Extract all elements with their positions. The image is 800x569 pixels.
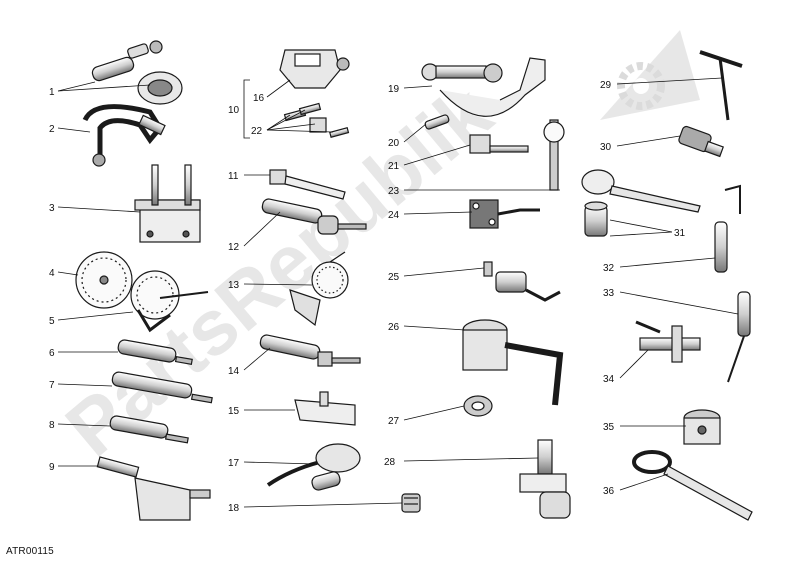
tool-35-socket — [683, 409, 721, 445]
drawing-code: ATR00115 — [6, 546, 54, 557]
tool-23-spanner — [581, 169, 701, 213]
callout-12: 12 — [228, 242, 240, 253]
callout-27: 27 — [388, 416, 400, 427]
tool-16-gauge — [279, 49, 350, 89]
callout-30: 30 — [600, 142, 612, 153]
callout-31: 31 — [674, 228, 686, 239]
tool-11-wrench — [269, 169, 346, 200]
tool-29-t-bar — [699, 50, 743, 121]
tool-8-pin — [109, 415, 189, 444]
tool-36-pin-spanner — [632, 450, 753, 521]
callout-32: 32 — [603, 263, 615, 274]
callout-5: 5 — [49, 316, 55, 327]
callout-23: 23 — [388, 186, 400, 197]
tool-1-puller — [91, 40, 183, 105]
callout-25: 25 — [388, 272, 400, 283]
callout-28: 28 — [384, 457, 396, 468]
tool-33-pin — [727, 291, 751, 383]
tool-34-alignment — [635, 320, 701, 363]
callout-22: 22 — [251, 126, 263, 137]
leader-lines — [57, 77, 739, 508]
tool-14-drift — [259, 334, 361, 367]
tool-21-bracket — [469, 119, 565, 191]
tool-12-drift — [261, 198, 367, 235]
tool-17-holder — [266, 443, 361, 491]
tool-15-bracket — [294, 391, 356, 426]
callout-33: 33 — [603, 288, 615, 299]
callout-16: 16 — [253, 93, 265, 104]
callout-15: 15 — [228, 406, 240, 417]
callout-4: 4 — [49, 268, 55, 279]
callout-18: 18 — [228, 503, 240, 514]
watermark-logo — [600, 30, 700, 120]
callout-21: 21 — [388, 161, 400, 172]
tool-6-pin — [117, 339, 193, 366]
tool-5-timing-disc — [130, 270, 209, 333]
callout-3: 3 — [49, 203, 55, 214]
callout-labels: 1 2 3 4 5 6 7 8 9 10 11 12 13 14 15 16 1… — [49, 80, 686, 514]
callout-36: 36 — [603, 486, 615, 497]
tool-20-pin — [424, 114, 450, 130]
tool-27-ring — [463, 395, 493, 417]
tool-26-socket-wrench — [462, 319, 564, 406]
tool-3-stand — [134, 164, 201, 243]
callout-9: 9 — [49, 462, 55, 473]
callout-34: 34 — [603, 374, 615, 385]
callout-26: 26 — [388, 322, 400, 333]
callout-14: 14 — [228, 366, 240, 377]
callout-35: 35 — [603, 422, 615, 433]
tool-2-crank — [82, 104, 166, 167]
callout-29: 29 — [600, 80, 612, 91]
tool-24-puller — [469, 199, 540, 229]
callout-17: 17 — [228, 458, 240, 469]
tool-30-knurled — [678, 125, 724, 158]
tool-18-nut — [401, 493, 421, 513]
tool-31-sleeves — [584, 201, 608, 237]
callout-19: 19 — [388, 84, 400, 95]
tool-32-rod — [714, 184, 741, 273]
callout-8: 8 — [49, 420, 55, 431]
tool-28-spindle — [519, 439, 571, 519]
callout-1: 1 — [49, 87, 55, 98]
tool-7-pin — [111, 371, 213, 404]
tool-9-press — [96, 456, 211, 521]
tool-13-dial-indicator — [289, 251, 349, 327]
tool-25-t-handle — [483, 261, 561, 302]
callout-20: 20 — [388, 138, 400, 149]
tool-22-pins — [283, 102, 350, 138]
callout-11: 11 — [228, 171, 239, 182]
callout-7: 7 — [49, 380, 55, 391]
callout-13: 13 — [228, 280, 240, 291]
tool-19-clamp — [421, 57, 546, 117]
callout-24: 24 — [388, 210, 400, 221]
callout-2: 2 — [49, 124, 55, 135]
tool-4-degree-wheel — [75, 251, 133, 309]
callout-6: 6 — [49, 348, 55, 359]
callout-10: 10 — [228, 105, 240, 116]
